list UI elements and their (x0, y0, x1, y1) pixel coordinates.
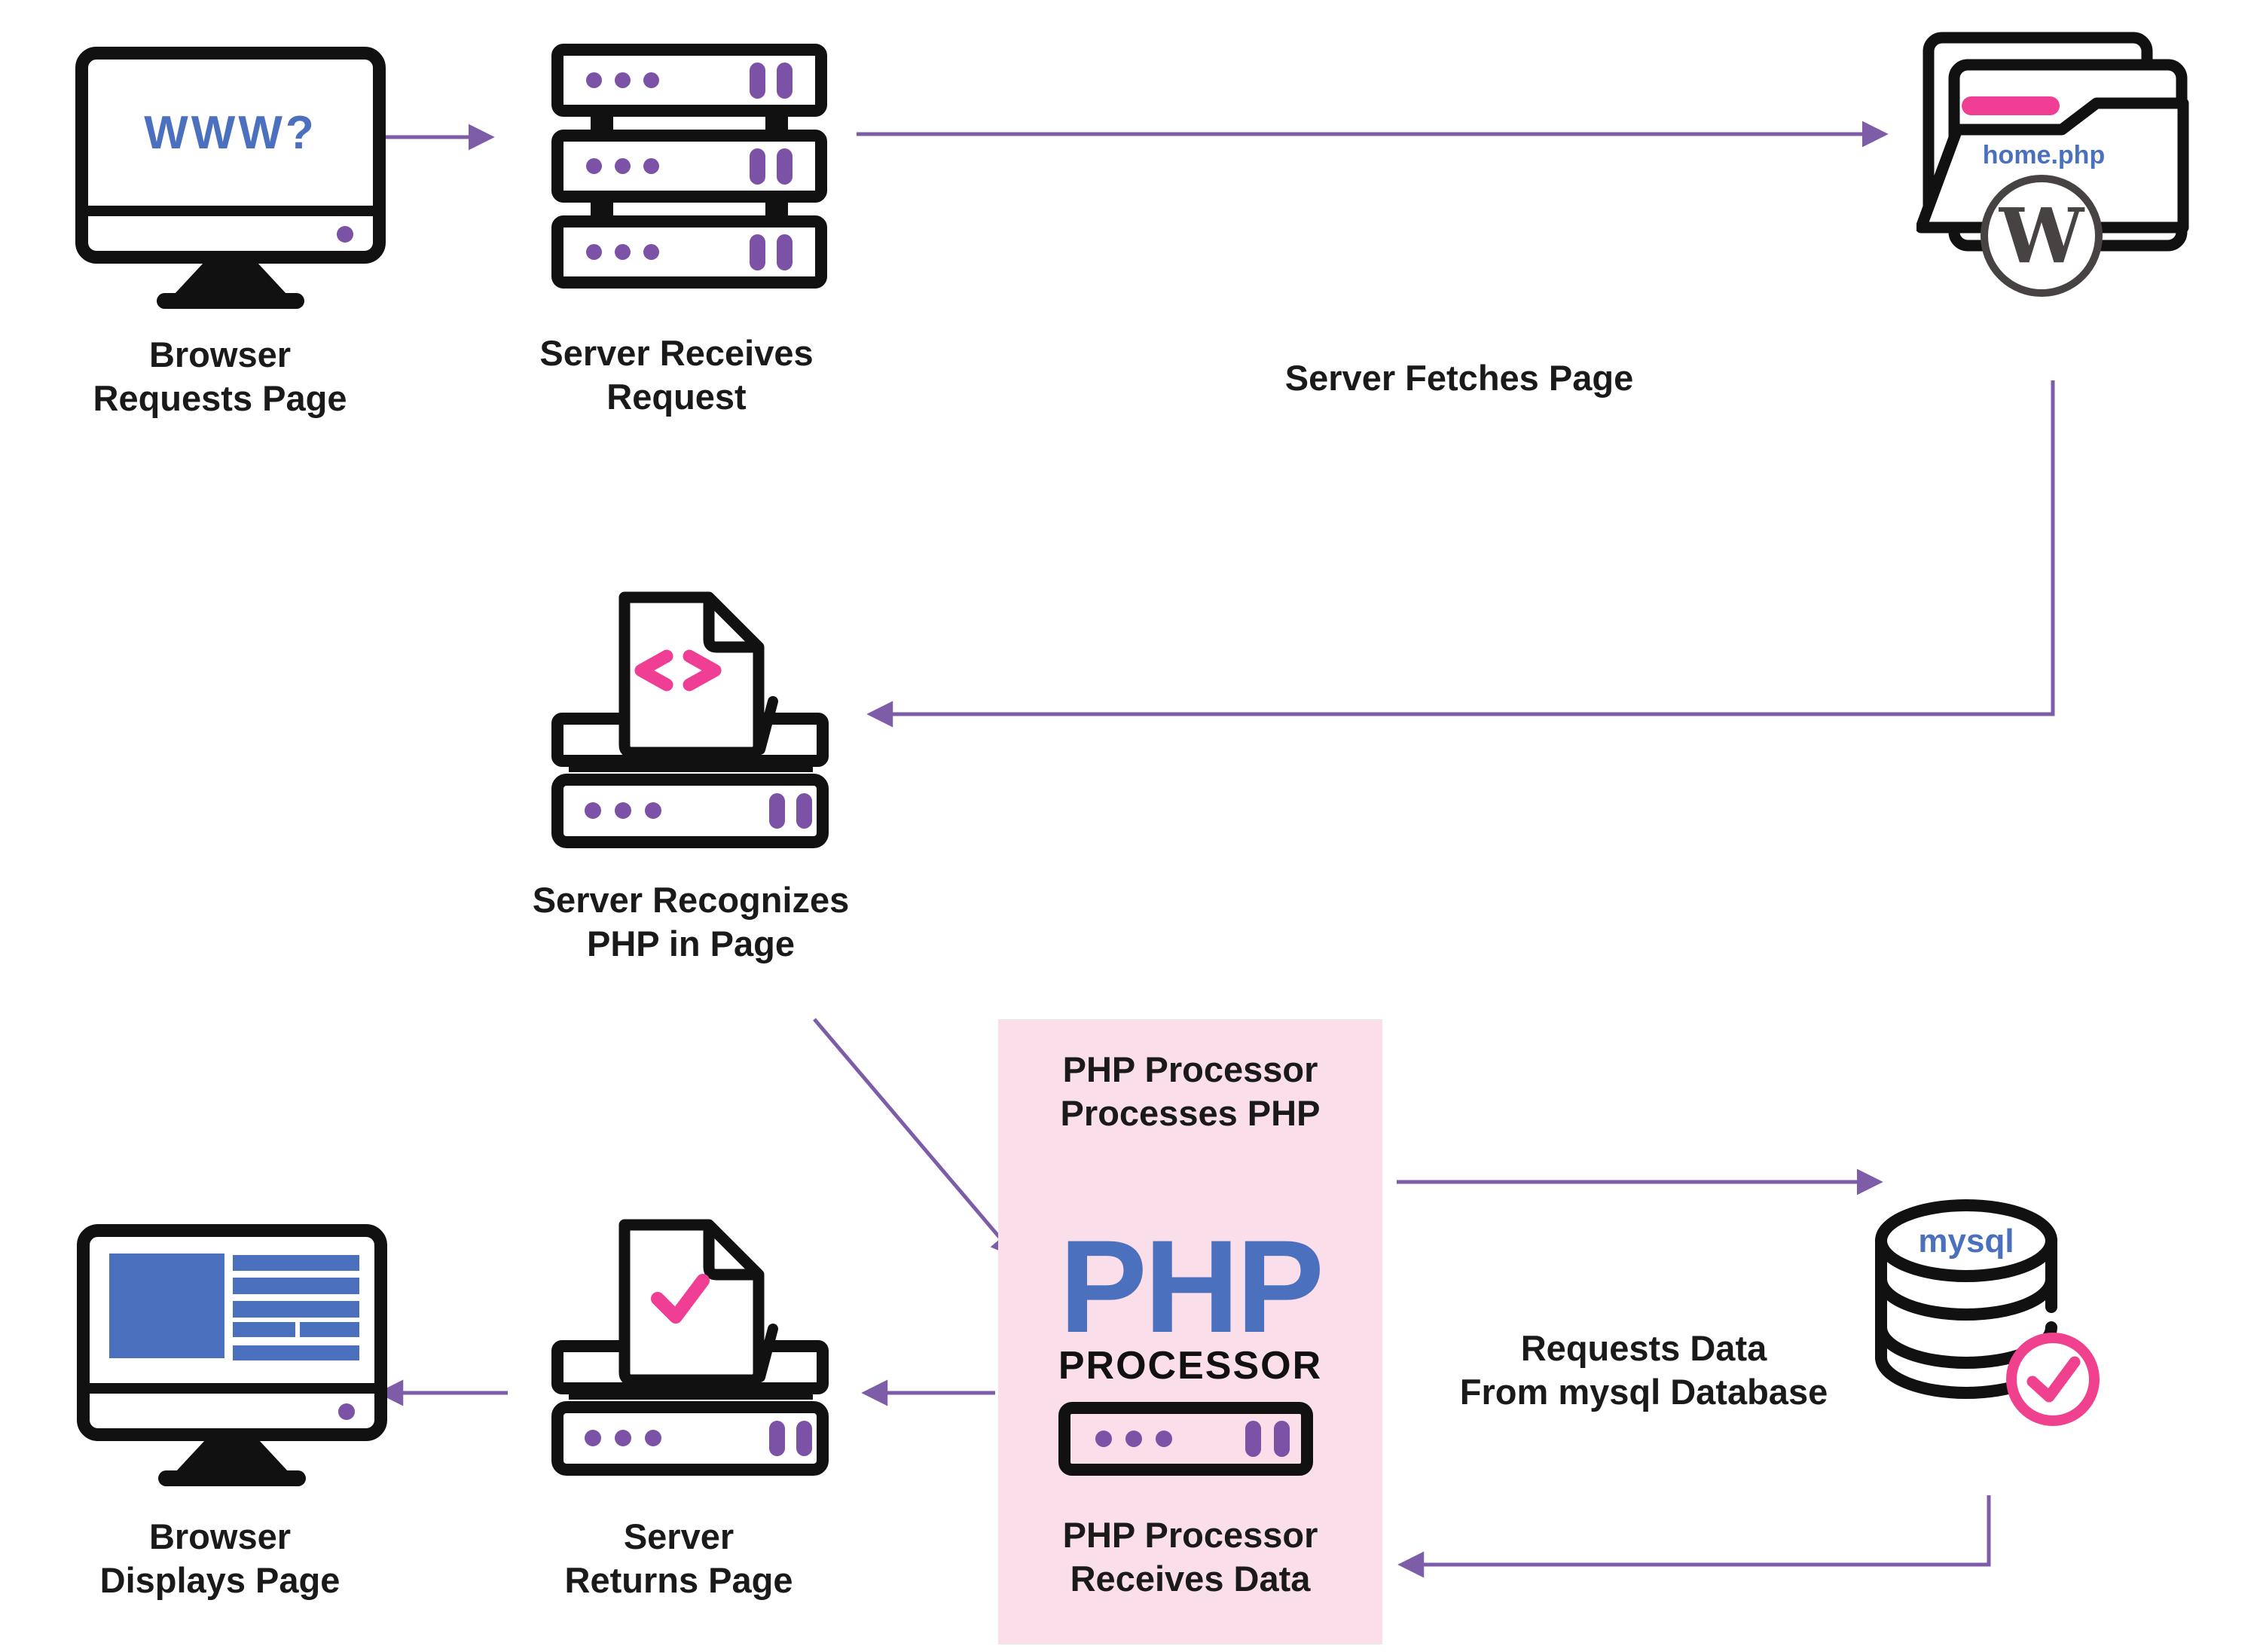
monitor-stand (176, 1440, 289, 1472)
browser-requests-icon: WWW? (75, 47, 386, 309)
label-line: Receives Data (1070, 1559, 1311, 1599)
label-line: Requests Page (93, 378, 347, 418)
server-shelf (569, 762, 813, 772)
browser-displays-icon (77, 1224, 387, 1486)
label-line: Server Receives (539, 333, 814, 373)
label-line: Returns Page (564, 1560, 793, 1600)
wordpress-icon: W (1981, 175, 2103, 297)
mock-text-line (233, 1301, 359, 1318)
server-leds (586, 244, 659, 260)
mock-text-line (233, 1322, 295, 1337)
php-processor-panel: PHP Processor Processes PHP PHP PROCESSO… (998, 1019, 1382, 1644)
server-drive-slots (750, 234, 793, 270)
server-leds (586, 158, 659, 174)
mock-text-line (233, 1255, 359, 1271)
file-name-text: home.php (1983, 141, 2105, 169)
document-fold (703, 597, 759, 653)
label-line: PHP Processor (1062, 1049, 1318, 1089)
server-leds (586, 72, 659, 88)
power-dot-icon (337, 226, 353, 243)
check-icon (651, 1274, 710, 1324)
server-drive-slots (750, 62, 793, 99)
db-ring (1875, 1273, 2057, 1321)
server-connector (551, 203, 827, 215)
label-line: Displays Page (99, 1560, 341, 1600)
label-line: PHP in Page (586, 924, 795, 963)
label-line: Request (606, 377, 747, 417)
mysql-database-icon: mysql (1875, 1199, 2100, 1426)
arrow-recognize-to-processor (813, 1018, 1018, 1259)
label-requests-data: Requests Data From mysql Database (1460, 1327, 1828, 1414)
mock-image-block (109, 1254, 224, 1358)
arrow-folder-to-recognize (866, 380, 2055, 728)
power-dot-icon (338, 1403, 355, 1420)
server-document-check-icon (551, 1219, 829, 1476)
label-server-receives: Server Receives Request (539, 331, 813, 419)
server-document-code-icon (551, 591, 829, 848)
label-line: Browser (148, 334, 292, 374)
label-browser-displays: Browser Displays Page (100, 1515, 341, 1602)
monitor-icon: WWW? (75, 47, 386, 264)
webpage-mockup (90, 1237, 374, 1383)
www-query-text: WWW? (144, 106, 317, 159)
server-unit (551, 774, 829, 848)
processor-unit-icon (1058, 1402, 1313, 1476)
arrow-mysql-to-processor (1397, 1495, 1991, 1578)
label-server-returns: Server Returns Page (565, 1515, 793, 1602)
monitor-stand (174, 263, 287, 295)
server-leds (585, 1421, 812, 1456)
label-line: Browser (148, 1516, 292, 1556)
label-server-recognizes: Server Recognizes PHP in Page (533, 878, 850, 966)
monitor-base (157, 293, 304, 309)
mysql-text: mysql (1918, 1223, 2014, 1260)
code-bracket-right-icon (683, 649, 722, 692)
document-icon (618, 591, 765, 759)
document-fold (703, 1225, 759, 1281)
label-line: Server (623, 1516, 734, 1556)
server-connector (551, 117, 827, 130)
server-stack-icon (551, 44, 827, 289)
label-line: Requests Data (1520, 1328, 1767, 1368)
server-unit (551, 1401, 829, 1476)
mock-text-line (300, 1322, 359, 1337)
server-leds (1095, 1421, 1290, 1457)
check-badge-icon (2006, 1333, 2100, 1426)
label-processor-processes: PHP Processor Processes PHP (1061, 1048, 1321, 1135)
processor-text: PROCESSOR (1058, 1344, 1323, 1388)
server-leds (585, 793, 812, 829)
label-line: Processes PHP (1060, 1093, 1321, 1133)
label-browser-requests: Browser Requests Page (93, 333, 347, 420)
server-unit (551, 215, 827, 289)
server-unit (551, 44, 827, 117)
monitor-divider (88, 206, 373, 216)
label-line: Server Fetches Page (1284, 358, 1634, 398)
server-unit (551, 130, 827, 203)
mock-text-line (233, 1345, 359, 1360)
monitor-base (158, 1470, 306, 1486)
monitor-divider (90, 1383, 374, 1394)
server-drive-slots (750, 148, 793, 185)
db-top (1875, 1199, 2057, 1282)
folder-icon: home.php W (1916, 32, 2189, 297)
code-bracket-left-icon (634, 649, 673, 692)
wordpress-w: W (1999, 191, 2085, 280)
mock-text-line (233, 1278, 359, 1294)
label-line: Server Recognizes (532, 880, 850, 920)
folder-front (1916, 97, 2189, 234)
server-shelf (569, 1389, 813, 1400)
label-line: PHP Processor (1062, 1515, 1318, 1555)
php-logo-text: PHP (1059, 1214, 1324, 1360)
monitor-icon (77, 1224, 387, 1441)
label-server-fetches: Server Fetches Page (1285, 356, 1633, 400)
label-line: From mysql Database (1459, 1372, 1828, 1412)
file-highlight-bar (1962, 96, 2060, 115)
label-processor-receives: PHP Processor Receives Data (1063, 1513, 1318, 1601)
